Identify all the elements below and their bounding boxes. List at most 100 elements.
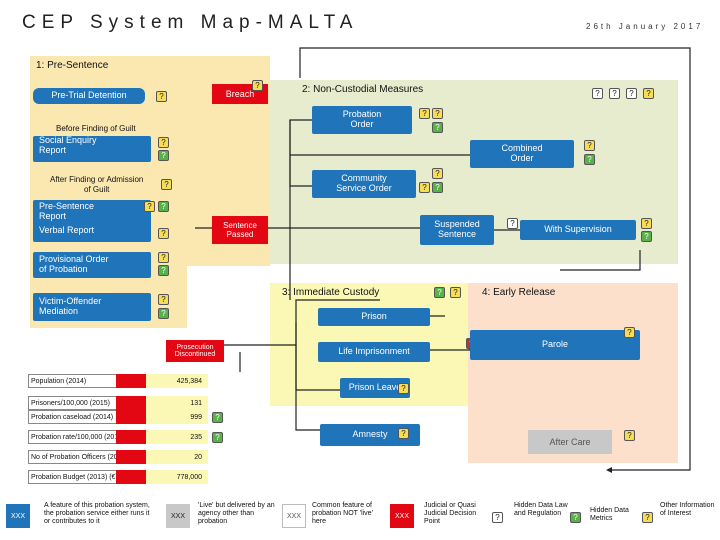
stat-marker — [116, 374, 146, 388]
help-icon[interactable]: ? — [584, 140, 595, 151]
sentence-passed-box[interactable]: Sentence Passed — [212, 216, 268, 244]
help-icon: ? — [492, 512, 503, 523]
after-guilt-label: After Finding or Admission of Guilt — [50, 175, 143, 194]
help-icon[interactable]: ? — [161, 179, 172, 190]
key-hidden-law-text: Hidden Data Law and Regulation — [514, 502, 568, 518]
help-icon[interactable]: ? — [158, 252, 169, 263]
help-icon[interactable]: ? — [419, 182, 430, 193]
help-icon[interactable]: ? — [643, 88, 654, 99]
key-other-info-text: Other Information of Interest — [660, 502, 715, 518]
help-icon[interactable]: ? — [252, 80, 263, 91]
key-blue-text: A feature of this probation system, the … — [44, 502, 150, 526]
help-icon[interactable]: ? — [624, 430, 635, 441]
help-icon[interactable]: ? — [158, 308, 169, 319]
social-enquiry-line1: Social Enquiry — [39, 135, 97, 145]
key-blue-swatch: XXX — [6, 504, 30, 528]
life-imprisonment-box[interactable]: Life Imprisonment — [318, 342, 430, 362]
prison-leave-box[interactable]: Prison Leave — [340, 378, 410, 398]
verbal-report-label: Verbal Report — [39, 224, 95, 235]
key-red-text: Judicial or Quasi Judicial Decision Poin… — [424, 502, 477, 526]
prosecution-discontinued-box[interactable]: Prosecution Discontinued — [166, 340, 224, 362]
help-icon[interactable]: ? — [450, 287, 461, 298]
after-guilt-line1: After Finding or Admission — [50, 175, 144, 184]
help-icon[interactable]: ? — [144, 201, 155, 212]
amnesty-box[interactable]: Amnesty — [320, 424, 420, 446]
help-icon[interactable]: ? — [158, 201, 169, 212]
key-white-text: Common feature of probation NOT 'live' h… — [312, 502, 373, 526]
vom-line2: Mediation — [39, 306, 79, 316]
help-icon[interactable]: ? — [624, 327, 635, 338]
help-icon[interactable]: ? — [592, 88, 603, 99]
help-icon[interactable]: ? — [212, 432, 223, 443]
help-icon[interactable]: ? — [609, 88, 620, 99]
zone-label-pre-sentence: 1: Pre-Sentence — [36, 60, 109, 71]
probation-order-box[interactable]: Probation Order — [312, 106, 412, 134]
combined-order-box[interactable]: Combined Order — [470, 140, 574, 168]
with-supervision-box[interactable]: With Supervision — [520, 220, 636, 240]
provisional-order-box[interactable]: Provisional Order of Probation — [33, 252, 151, 278]
help-icon[interactable]: ? — [432, 108, 443, 119]
pop-line2: of Probation — [39, 264, 88, 274]
key-grey-swatch: XXX — [166, 504, 190, 528]
help-icon[interactable]: ? — [641, 231, 652, 242]
help-icon[interactable]: ? — [158, 265, 169, 276]
after-guilt-line2: of Guilt — [84, 184, 110, 194]
help-icon[interactable]: ? — [398, 383, 409, 394]
sentence-line2: Passed — [226, 230, 254, 239]
zone-label-early-release: 4: Early Release — [482, 287, 556, 298]
help-icon[interactable]: ? — [434, 287, 445, 298]
probation-order-line1: Probation — [342, 109, 382, 120]
help-icon[interactable]: ? — [432, 168, 443, 179]
help-icon[interactable]: ? — [641, 218, 652, 229]
parole-box[interactable]: Parole — [470, 330, 640, 360]
sentence-line1: Sentence — [223, 221, 257, 230]
stat-value: 425,384 — [146, 374, 208, 388]
zone-label-immediate-custody: 3: Immediate Custody — [282, 287, 380, 298]
social-enquiry-box[interactable]: Social Enquiry Report — [33, 135, 151, 162]
stat-value: 778,000 — [146, 470, 208, 484]
vom-line1: Victim-Offender — [39, 296, 102, 307]
help-icon[interactable]: ? — [419, 108, 430, 119]
pop-line1: Provisional Order — [39, 254, 109, 265]
stat-marker — [116, 430, 146, 444]
help-icon[interactable]: ? — [158, 137, 169, 148]
key-grey-text: 'Live' but delivered by an agency other … — [198, 502, 275, 526]
combined-line1: Combined — [501, 143, 543, 154]
victim-offender-box[interactable]: Victim-Offender Mediation — [33, 293, 151, 321]
suspended-sentence-box[interactable]: Suspended Sentence — [420, 215, 494, 245]
help-icon[interactable]: ? — [156, 91, 167, 102]
help-icon[interactable]: ? — [398, 428, 409, 439]
help-icon[interactable]: ? — [158, 294, 169, 305]
help-icon: ? — [570, 512, 581, 523]
combined-line2: Order — [510, 153, 534, 163]
help-icon[interactable]: ? — [158, 228, 169, 239]
community-service-box[interactable]: Community Service Order — [312, 170, 416, 198]
help-icon[interactable]: ? — [212, 412, 223, 423]
pre-sentence-report-box[interactable]: Pre-Sentence Report Verbal Report — [33, 200, 151, 242]
help-icon[interactable]: ? — [432, 182, 443, 193]
stat-value: 20 — [146, 450, 208, 464]
prosecution-line2: Discontinued — [174, 351, 216, 358]
key-red-swatch: XXX — [390, 504, 414, 528]
stat-value: 131 — [146, 396, 208, 410]
date-label: 26th January 2017 — [586, 22, 704, 31]
psr-line2: Report — [39, 210, 67, 221]
help-icon[interactable]: ? — [584, 154, 595, 165]
help-icon[interactable]: ? — [507, 218, 518, 229]
probation-order-line2: Order — [350, 119, 374, 129]
stat-marker — [116, 450, 146, 464]
stat-value: 999 — [146, 410, 208, 424]
cso-line2: Service Order — [336, 183, 392, 193]
stat-marker — [116, 410, 146, 424]
suspended-line2: Sentence — [437, 229, 477, 239]
help-icon[interactable]: ? — [158, 150, 169, 161]
stat-marker — [116, 396, 146, 410]
help-icon: ? — [642, 512, 653, 523]
zone-label-non-custodial: 2: Non-Custodial Measures — [302, 84, 424, 95]
help-icon[interactable]: ? — [432, 122, 443, 133]
help-icon[interactable]: ? — [626, 88, 637, 99]
prison-box[interactable]: Prison — [318, 308, 430, 326]
pre-trial-detention-box[interactable]: Pre-Trial Detention — [33, 88, 145, 104]
after-care-box[interactable]: After Care — [528, 430, 612, 454]
social-enquiry-line2: Report — [39, 144, 67, 155]
